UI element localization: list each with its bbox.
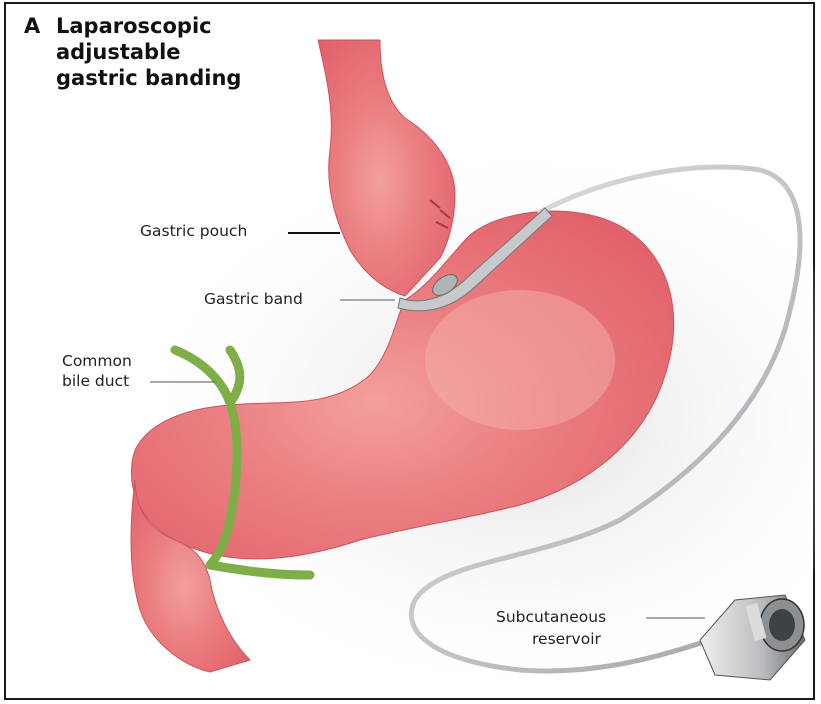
bile-duct-label-line-2: bile duct [62,372,129,390]
figure-title-line-3: gastric banding [56,66,241,90]
gastric-band-label: Gastric band [204,290,303,308]
figure-title-line-1: Laparoscopic [56,14,212,38]
reservoir-label-line-1: Subcutaneous [496,608,606,626]
figure-title-line-2: adjustable [56,40,181,64]
panel-letter: A [24,14,40,38]
gastric-pouch-label: Gastric pouch [140,222,247,240]
bile-duct-label-line-1: Common [62,352,132,370]
reservoir-label-line-2: reservoir [532,630,601,648]
stomach-highlight [425,290,615,430]
